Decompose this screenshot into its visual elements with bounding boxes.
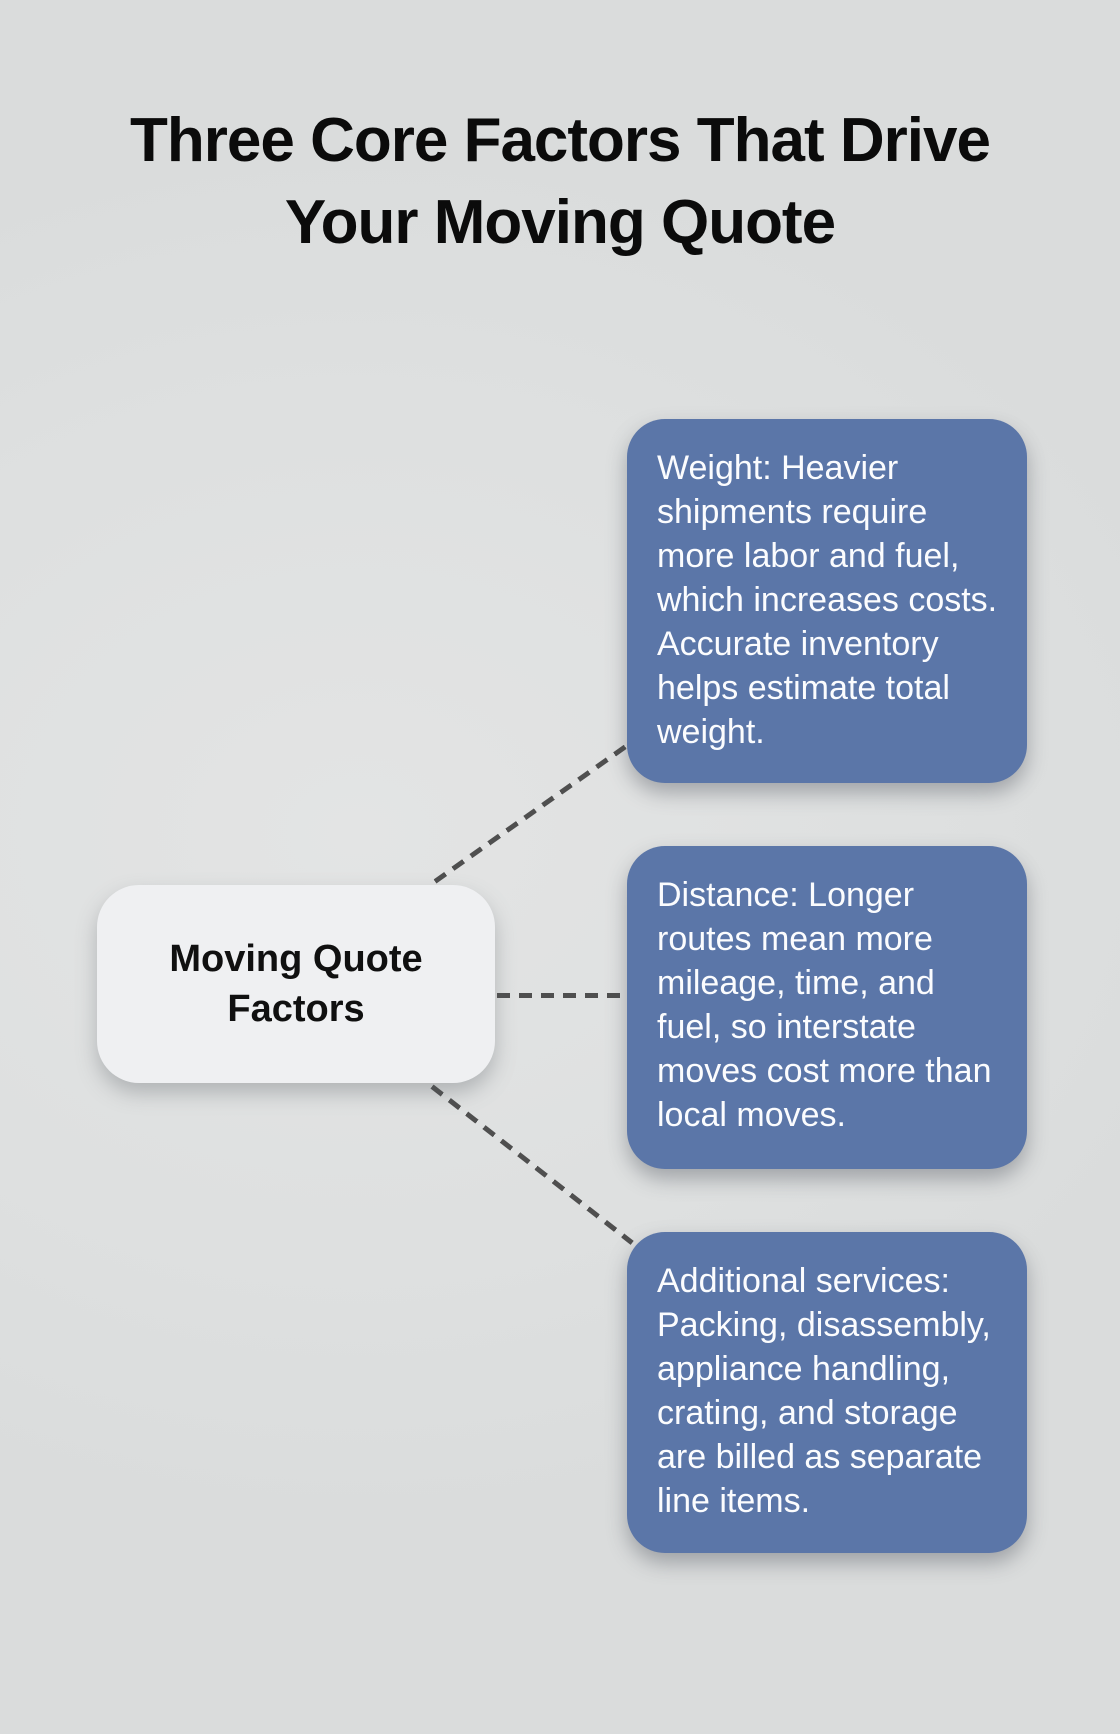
factor-card-additional-services: Additional services: Packing, disassembl… — [627, 1232, 1027, 1553]
factor-card-weight-text: Weight: Heavier shipments require more l… — [657, 449, 998, 751]
factor-card-weight: Weight: Heavier shipments require more l… — [627, 419, 1027, 783]
connector-line-weight — [433, 743, 630, 884]
central-node-moving-quote-factors: Moving Quote Factors — [97, 885, 495, 1083]
factor-card-distance-text: Distance: Longer routes mean more mileag… — [657, 876, 992, 1134]
connector-line-distance — [497, 993, 628, 998]
connector-line-additional-services — [430, 1084, 634, 1245]
factor-card-additional-services-text: Additional services: Packing, disassembl… — [657, 1262, 991, 1520]
factor-card-distance: Distance: Longer routes mean more mileag… — [627, 846, 1027, 1169]
page-title: Three Core Factors That Drive Your Movin… — [130, 106, 991, 257]
central-node-label: Moving Quote Factors — [169, 938, 423, 1030]
